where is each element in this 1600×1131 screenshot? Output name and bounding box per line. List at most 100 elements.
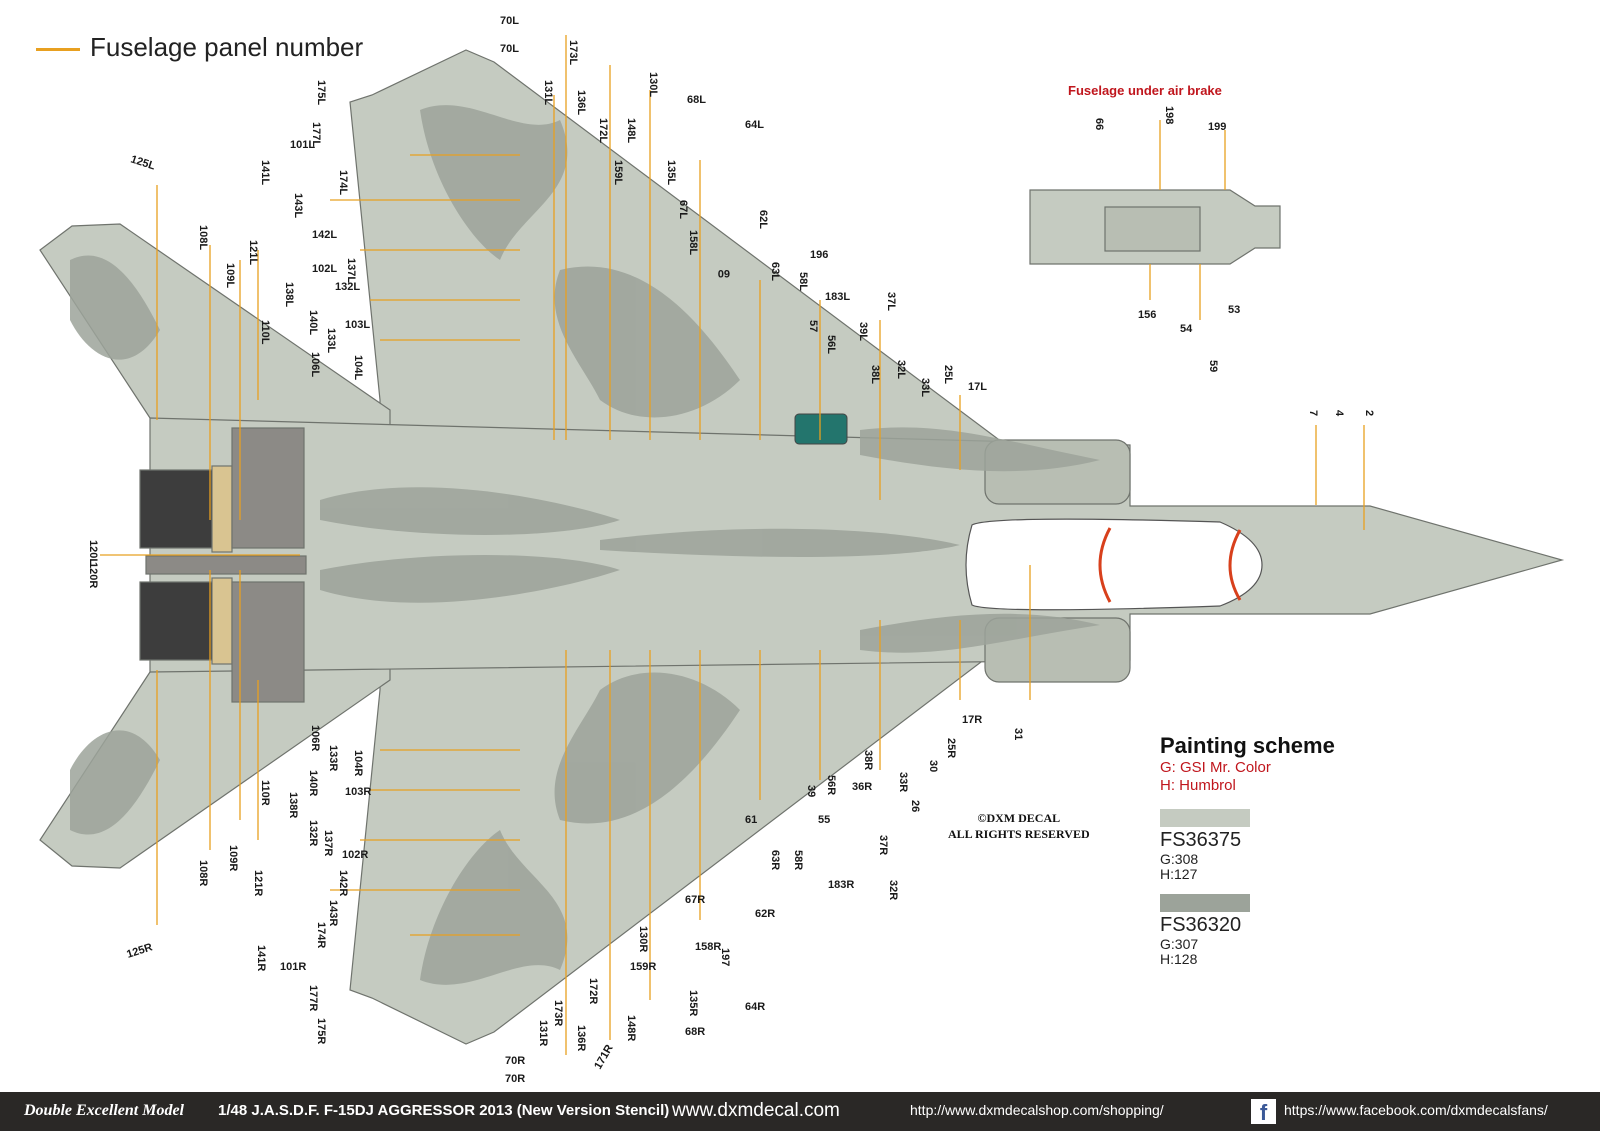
leader-lines — [100, 35, 1365, 1055]
label-26: 26 — [909, 800, 921, 812]
label-33l: 33L — [919, 378, 931, 397]
label-131l: 131L — [542, 80, 554, 105]
label-175l: 175L — [315, 80, 327, 105]
painting-scheme-title: Painting scheme — [1160, 733, 1335, 758]
label-68r: 68R — [685, 1026, 705, 1038]
brake-label-66: 66 — [1093, 118, 1105, 130]
label-121l: 121L — [247, 240, 259, 265]
label-25l: 25L — [942, 365, 954, 384]
fs36375-g: G:308 — [1160, 851, 1199, 867]
label-183l: 183L — [825, 291, 850, 303]
fs36320-code: FS36320 — [1160, 914, 1242, 936]
label-17l: 17L — [968, 381, 987, 393]
label-143l: 143L — [292, 193, 304, 218]
canopy — [794, 413, 1263, 611]
brake-label-199: 199 — [1208, 121, 1226, 133]
label-32l: 32L — [895, 360, 907, 379]
label-56l: 56L — [825, 335, 837, 354]
label-132l: 132L — [335, 281, 360, 293]
label-159r: 159R — [630, 961, 656, 973]
label-101r: 101R — [280, 961, 306, 973]
label-17r: 17R — [962, 714, 982, 726]
label-70l: 70L — [500, 43, 519, 55]
label-120r: 120R — [87, 562, 99, 588]
copyright-line-1: ©DXM DECAL — [977, 811, 1061, 825]
label-148l: 148L — [625, 118, 637, 143]
label-172r: 172R — [587, 978, 599, 1004]
label-109r: 109R — [227, 845, 239, 871]
copyright-line-2: ALL RIGHTS RESERVED — [948, 827, 1090, 841]
label-172l: 172L — [597, 118, 609, 143]
left-burner-ring — [211, 465, 233, 553]
label-131r: 131R — [537, 1020, 549, 1046]
footer-website-link[interactable]: www.dxmdecal.com — [672, 1100, 840, 1121]
label-55: 55 — [818, 814, 830, 826]
label-30: 30 — [927, 760, 939, 772]
fs36375-code: FS36375 — [1160, 829, 1242, 851]
facebook-icon[interactable]: f — [1251, 1099, 1276, 1125]
label-120l: 120L — [87, 540, 99, 565]
label-36r: 36R — [852, 781, 872, 793]
label-174r: 174R — [315, 922, 327, 948]
legend-label: Fuselage panel number — [90, 32, 364, 62]
brake-label-156: 156 — [1138, 309, 1156, 321]
label-136l: 136L — [575, 90, 587, 115]
label-174l: 174L — [337, 170, 349, 195]
footer-shop-link[interactable]: http://www.dxmdecalshop.com/shopping/ — [910, 1102, 1164, 1118]
label-70l: 70L — [500, 15, 519, 27]
label-67r: 67R — [685, 894, 705, 906]
tail-boom — [145, 555, 307, 575]
label-25r: 25R — [945, 738, 957, 758]
label-138l: 138L — [283, 282, 295, 307]
label-106r: 106R — [309, 725, 321, 751]
label-67l: 67L — [677, 200, 689, 219]
label-141r: 141R — [255, 945, 267, 971]
label-109l: 109L — [224, 263, 236, 288]
label-70r: 70R — [505, 1073, 525, 1085]
paint-brand-h: H: Humbrol — [1160, 777, 1236, 794]
label-142r: 142R — [337, 870, 349, 896]
label-183r: 183R — [828, 879, 854, 891]
label-38r: 38R — [862, 750, 874, 770]
engine-bay-right — [231, 581, 305, 703]
label-196: 196 — [810, 249, 828, 261]
footer-bar: Double Excellent Model 1/48 J.A.S.D.F. F… — [0, 1092, 1600, 1131]
label-106l: 106L — [309, 352, 321, 377]
label-104l: 104L — [352, 355, 364, 380]
label-56r: 56R — [825, 775, 837, 795]
label-37l: 37L — [885, 292, 897, 311]
air-brake-title: Fuselage under air brake — [1068, 83, 1222, 98]
label-7: 7 — [1307, 410, 1319, 416]
footer-facebook-link[interactable]: https://www.facebook.com/dxmdecalsfans/ — [1284, 1102, 1548, 1118]
label-148r: 148R — [625, 1015, 637, 1041]
footer-brand: Double Excellent Model — [24, 1102, 184, 1119]
label-159l: 159L — [612, 160, 624, 185]
fs36320-h: H:128 — [1160, 951, 1198, 967]
fs36375-h: H:127 — [1160, 866, 1198, 882]
label-68l: 68L — [687, 94, 706, 106]
label-137l: 137L — [345, 258, 357, 283]
label-177r: 177R — [307, 985, 319, 1011]
label-62r: 62R — [755, 908, 775, 920]
label-158r: 158R — [695, 941, 721, 953]
label-62l: 62L — [757, 210, 769, 229]
label-132r: 132R — [307, 820, 319, 846]
right-burner-ring — [211, 577, 233, 665]
label-102l: 102L — [312, 263, 337, 275]
label-63l: 63L — [769, 262, 781, 281]
label-38l: 38L — [869, 365, 881, 384]
label-125r: 125R — [125, 941, 154, 961]
label-110l: 110L — [259, 320, 271, 345]
label-141l: 141L — [259, 160, 271, 185]
label-135r: 135R — [687, 990, 699, 1016]
label-158l: 158L — [687, 230, 699, 255]
label-64l: 64L — [745, 119, 764, 131]
label-177l: 177L — [310, 122, 322, 147]
paint-brand-g: G: GSI Mr. Color — [1160, 759, 1271, 776]
legend-line-swatch — [36, 48, 80, 51]
label-58l: 58L — [797, 272, 809, 291]
swatch-fs36375 — [1160, 809, 1250, 827]
label-108l: 108L — [197, 225, 209, 250]
label-138r: 138R — [287, 792, 299, 818]
brake-label-54: 54 — [1180, 323, 1193, 335]
